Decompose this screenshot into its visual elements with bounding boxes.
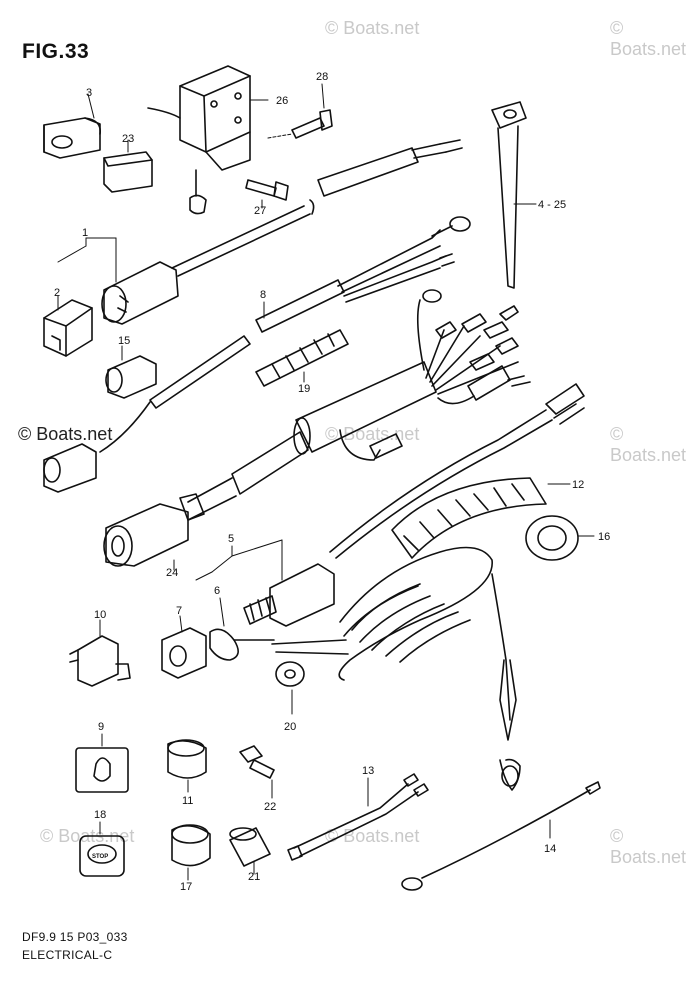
part-23-plug	[103, 139, 153, 193]
callout-13: 13	[362, 765, 374, 777]
stop-text: STOP	[92, 854, 108, 860]
part-8-tube	[255, 279, 345, 333]
part-11-cap	[167, 739, 207, 793]
part-20-washer	[275, 661, 305, 715]
callout-16: 16	[598, 531, 610, 543]
callout-9: 9	[98, 721, 104, 733]
part-16-grommet	[525, 515, 595, 561]
figure-section: ELECTRICAL-C	[22, 948, 113, 962]
callout-12: 12	[572, 479, 584, 491]
callout-22: 22	[264, 801, 276, 813]
callout-19: 19	[298, 383, 310, 395]
part-19-spiral	[255, 329, 349, 387]
callout-11: 11	[182, 795, 193, 807]
callout-23: 23	[122, 133, 134, 145]
callout-28: 28	[316, 71, 328, 83]
ring-wire	[337, 216, 471, 303]
callout-7: 7	[176, 605, 182, 617]
watermark: © Boats.net	[325, 18, 420, 38]
part-26-switch	[147, 65, 269, 215]
part-22-screw	[239, 745, 275, 799]
callout-18: 18	[94, 809, 106, 821]
callout-1: 1	[82, 227, 88, 239]
part-17-cap	[171, 824, 211, 881]
coil-cord	[271, 546, 521, 791]
figure-title: FIG.33	[22, 40, 90, 63]
callout-24: 24	[166, 567, 178, 579]
long-wire	[329, 383, 585, 559]
part-6-clip	[209, 597, 275, 661]
watermark: © Boats.net	[610, 826, 687, 867]
callout-20: 20	[284, 721, 296, 733]
watermark: © Boats.net	[18, 424, 113, 444]
watermark: © Boats.net	[610, 424, 687, 465]
part-21-sleeve	[229, 827, 271, 875]
part-4-cable-tie	[491, 101, 537, 289]
part-28-screw	[267, 83, 333, 139]
part-10-switch	[69, 619, 131, 687]
part-2-cap	[43, 295, 93, 357]
callout-17: 17	[180, 881, 192, 893]
callout-8: 8	[260, 289, 266, 301]
part-15-grommet	[105, 345, 157, 399]
part-1-coupler	[57, 237, 179, 325]
watermark: © Boats.net	[610, 18, 687, 59]
part-9-plate	[75, 733, 129, 793]
callout-26: 26	[276, 95, 288, 107]
callout-3: 3	[86, 87, 92, 99]
callout-4-25: 4 - 25	[538, 199, 566, 211]
figure-code: DF9.9 15 P03_033	[22, 930, 128, 944]
harness-sleeve	[231, 361, 437, 495]
watermark: © Boats.net	[325, 424, 420, 444]
part-5-cable-end	[195, 539, 335, 627]
callout-27: 27	[254, 205, 266, 217]
lower-harness	[43, 335, 251, 493]
callout-14: 14	[544, 843, 556, 855]
watermark: © Boats.net	[325, 826, 420, 846]
part-7-nut	[161, 615, 207, 679]
switch-harness	[171, 139, 463, 277]
part-12-corrugated	[391, 477, 571, 559]
part-14-ring-lead	[401, 781, 601, 891]
callout-21: 21	[248, 871, 260, 883]
part-13-wire	[287, 773, 429, 861]
part-3-grommet	[43, 93, 102, 159]
part-27-screw	[245, 179, 289, 209]
callout-10: 10	[94, 609, 106, 621]
callout-5: 5	[228, 533, 234, 545]
part-24-connector	[103, 477, 237, 571]
branch-wires	[416, 289, 531, 405]
callout-6: 6	[214, 585, 220, 597]
callout-15: 15	[118, 335, 130, 347]
part-18-stop-plate	[79, 821, 125, 877]
callout-2: 2	[54, 287, 60, 299]
